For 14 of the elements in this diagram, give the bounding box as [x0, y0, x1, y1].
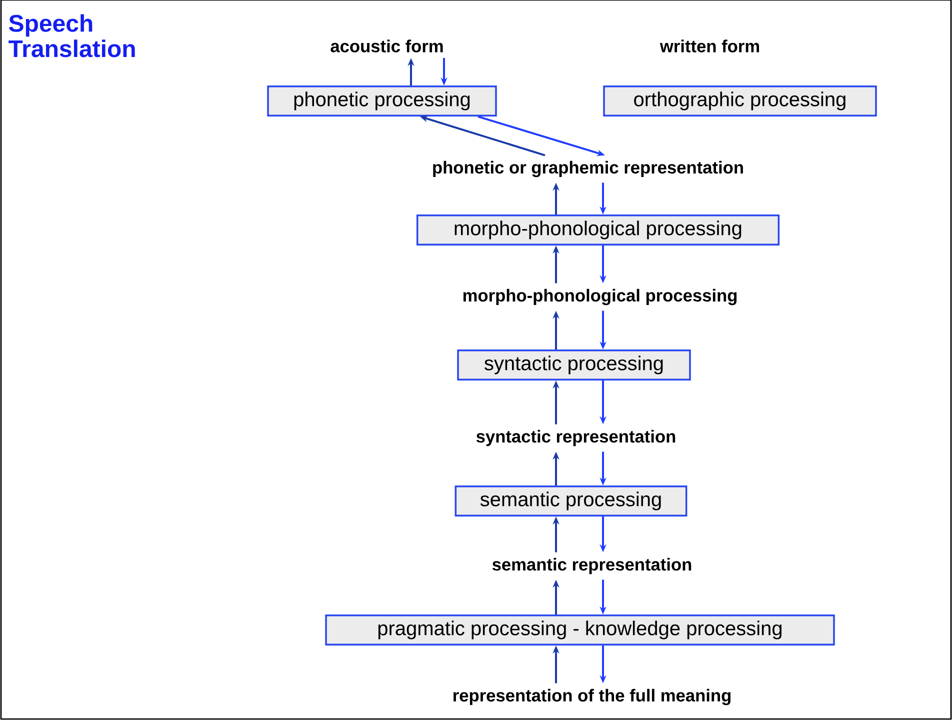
representation-label: morpho-phonological processing: [463, 288, 737, 306]
representation-label: phonetic or graphemic representation: [433, 160, 743, 178]
title: Speech Translation: [8, 14, 135, 58]
form-label: written form: [660, 40, 759, 52]
representation-label: acoustic form: [330, 40, 443, 52]
process-box: phonetic processing: [267, 85, 497, 117]
representation-label: semantic representation: [492, 558, 692, 574]
process-box: morpho-phonological processing: [416, 214, 780, 246]
process-box: orthographic processing: [603, 85, 877, 117]
representation-label: syntactic representation: [476, 430, 676, 446]
process-box: semantic processing: [454, 485, 688, 517]
representation-label: representation of the full meaning: [454, 688, 730, 706]
process-box: syntactic processing: [457, 349, 691, 381]
process-box: pragmatic processing - knowledge processing: [325, 614, 835, 646]
